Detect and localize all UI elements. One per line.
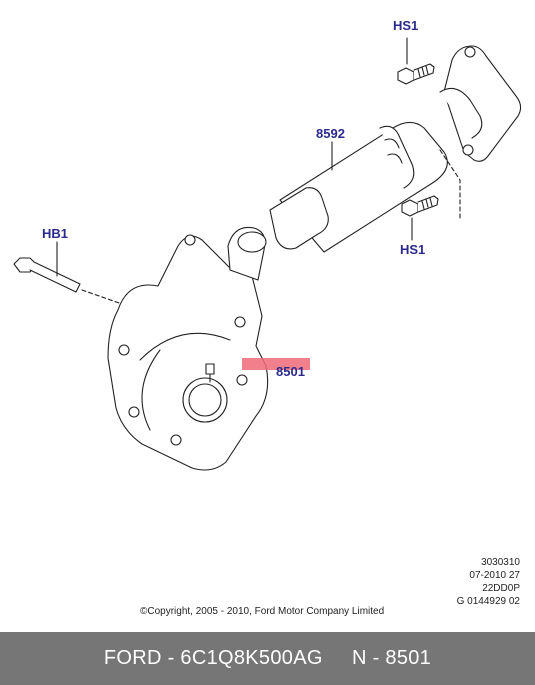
footer-part-number: FORD - 6C1Q8K500AG N - 8501 — [103, 647, 432, 669]
callout-hs1-top[interactable]: HS1 — [393, 18, 419, 33]
meta-line-2: 07-2010 27 — [469, 570, 520, 581]
diagram-metadata: 3030310 07-2010 27 22DD0P G 0144929 02 — [457, 556, 520, 608]
part-highlight — [242, 358, 310, 370]
water-pump-8501 — [107, 226, 269, 471]
hose-8592 — [269, 121, 448, 253]
callout-hs1-bottom[interactable]: HS1 — [400, 242, 426, 257]
parts-diagram — [13, 37, 522, 471]
callout-8501[interactable]: 8501 — [276, 364, 305, 379]
bolt-hs1-bottom — [401, 195, 439, 217]
flange-housing — [439, 45, 522, 162]
callout-8592[interactable]: 8592 — [316, 126, 345, 141]
callout-hb1[interactable]: HB1 — [42, 226, 69, 241]
bolt-hb1 — [13, 257, 81, 293]
meta-line-1: 3030310 — [481, 557, 520, 568]
footer-bar: FORD - 6C1Q8K500AG N - 8501 — [0, 632, 535, 685]
copyright-notice: ©Copyright, 2005 - 2010, Ford Motor Comp… — [140, 606, 385, 617]
meta-line-3: 22DD0P — [482, 583, 520, 594]
bolt-hs1-top — [397, 63, 435, 85]
meta-line-4: G 0144929 02 — [456, 596, 520, 607]
